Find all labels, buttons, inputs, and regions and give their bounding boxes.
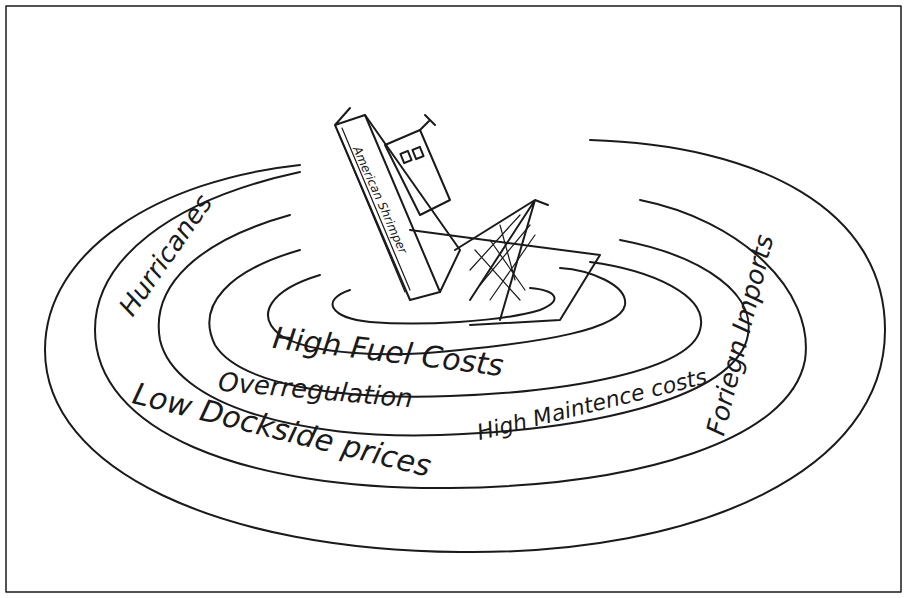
hull-shading <box>338 128 410 292</box>
handwritten-label: High Maintence costs <box>475 366 709 444</box>
whirlpool-ring <box>159 215 749 435</box>
cabin-window <box>412 147 423 159</box>
whirlpool-ring <box>45 140 885 552</box>
boat-hull <box>335 108 440 300</box>
outrigger <box>455 200 548 320</box>
handwritten-label: Foriegn Imports <box>702 232 777 438</box>
water-surface <box>410 230 600 325</box>
handwritten-label: High Fuel Costs <box>271 323 505 381</box>
shrimp-net <box>470 215 535 300</box>
boat-mast-top <box>420 115 435 130</box>
cabin-window <box>400 151 411 163</box>
whirlpool-ring <box>95 172 806 488</box>
boat-cabin <box>385 130 450 215</box>
frame <box>6 6 901 592</box>
whirlpool-ring <box>333 288 555 324</box>
